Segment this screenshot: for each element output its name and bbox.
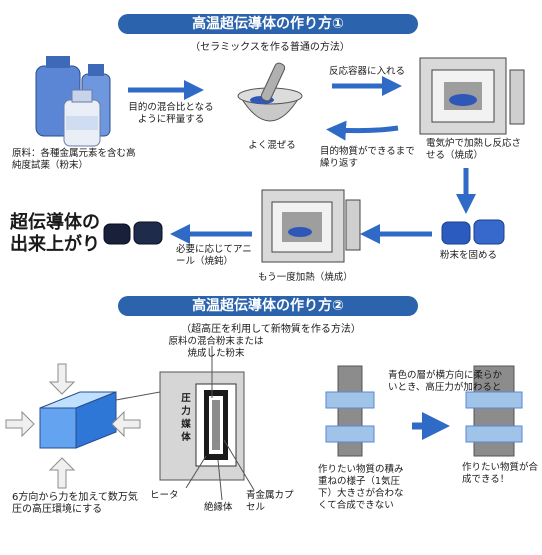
cube-caption: 6方向から力を加えて数万気圧の高圧環境にする [12, 492, 138, 515]
furnace-1 [419, 57, 525, 135]
section2-title: 高温超伝導体の作り方② [118, 296, 418, 316]
capsule-section [159, 346, 255, 501]
mortar-pestle [237, 62, 303, 122]
materials-caption: 原料：各種金属元素を含む高純度試薬（粉末） [12, 148, 136, 171]
arrow-repeat [326, 120, 399, 141]
insulator-label: 絶縁体 [204, 502, 233, 513]
soft-caption: 青色の層が横方向に柔らかいとき、高圧力が加わると [388, 370, 503, 393]
pellet-caption: 粉末を固める [440, 250, 498, 261]
section1-title: 高温超伝導体の作り方① [118, 14, 418, 34]
weigh-caption: 目的の混合比となるように秤量する [128, 102, 214, 125]
layers-caption: 作りたい物質の積み重ねの様子（1気圧下）大きさが合わなくて合成できない [318, 464, 404, 511]
container-caption: 反応容器に入れる [328, 66, 405, 77]
result-title: 超伝導体の出来上がり [10, 212, 100, 255]
capsule-label: 青金属カプセル [246, 490, 294, 513]
reheat-caption: もう一度加熱（焼成） [258, 272, 353, 283]
pellets [441, 219, 505, 245]
section1-subtitle: （セラミックスを作る普通の方法） [190, 42, 350, 53]
powder-label: 原料の混合粉末または焼成した粉末 [168, 336, 264, 359]
reagent-bottles [35, 56, 111, 147]
pressure-medium-label: 圧力媒体 [181, 393, 191, 443]
furnace-2 [261, 189, 361, 263]
section2-subtitle: （超高圧を利用して新物質を作る方法） [181, 324, 361, 335]
pressure-cube [5, 363, 141, 489]
layer-stack-1 [325, 365, 375, 457]
layer-stack-2 [465, 365, 523, 457]
result-pellets [103, 221, 163, 245]
heater-label: ヒータ [150, 490, 179, 501]
anneal-caption: 必要に応じてアニール（焼鈍） [176, 244, 252, 267]
connector-line [115, 391, 161, 401]
repeat-caption: 目的物質ができるまで繰り返す [320, 146, 415, 169]
mix-caption: よく混ぜる [248, 140, 296, 151]
furnace-caption: 電気炉で加熱し反応させる（焼成） [426, 138, 522, 161]
success-caption: 作りたい物質が合成できる！ [462, 462, 539, 485]
